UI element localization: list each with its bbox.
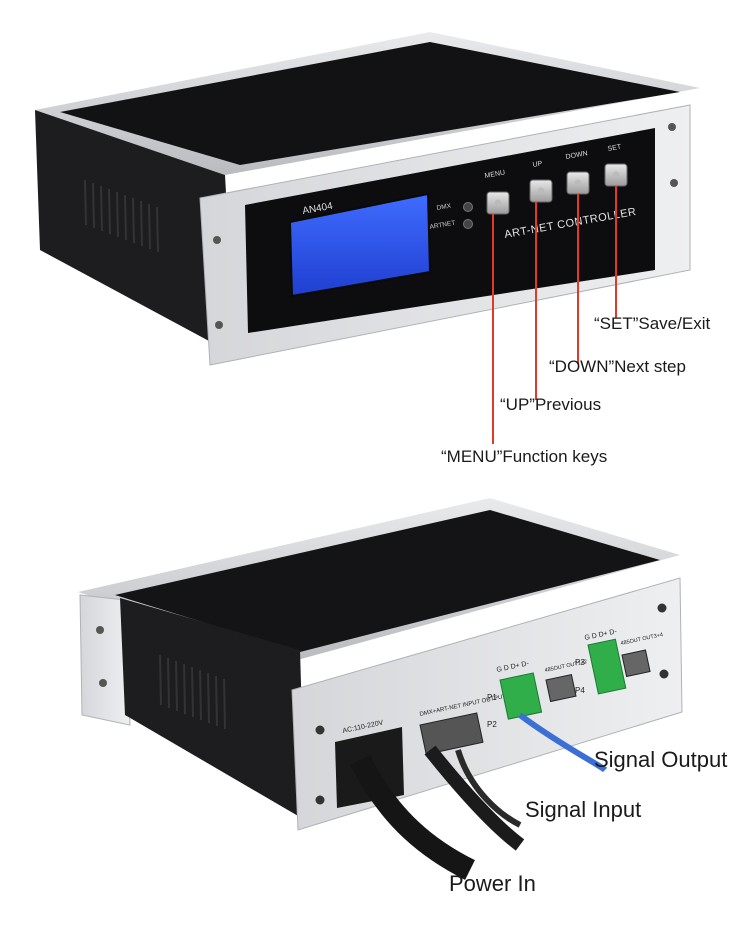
- menu-callout: “MENU”Function keys: [441, 447, 608, 466]
- screw-icon: [315, 725, 325, 735]
- artnet-led-icon: [463, 219, 473, 229]
- rack-hole-icon: [670, 179, 678, 187]
- front-unit-lid-panel: [60, 42, 680, 165]
- dmx-led-icon: [463, 202, 473, 212]
- down-callout: “DOWN”Next step: [549, 357, 686, 376]
- up-callout: “UP”Previous: [500, 395, 602, 414]
- power-cable: [350, 755, 475, 880]
- rear-rack-ear: [79, 594, 131, 726]
- rack-hole-icon: [215, 321, 223, 329]
- down-button-label: DOWN: [565, 150, 588, 161]
- set-callout: “SET”Save/Exit: [594, 314, 711, 333]
- rack-hole-icon: [213, 236, 221, 244]
- rack-hole-icon: [99, 679, 107, 687]
- rack-hole-icon: [96, 626, 104, 634]
- dmx-indicator-label: DMX: [436, 202, 452, 212]
- port-p4-label: P4: [575, 686, 585, 695]
- signal-output-callout: Signal Output: [594, 747, 728, 772]
- port-p2-label: P2: [487, 720, 497, 729]
- rear-unit: AC:110-220V DMX+ART-NET INPUT OUTPUT G D…: [78, 498, 683, 880]
- lcd-screen: [288, 192, 432, 298]
- port-p1-label: P1: [487, 693, 497, 702]
- power-cable-bend: [424, 745, 525, 851]
- terminal-block-icon: [587, 638, 627, 695]
- screw-icon: [315, 795, 325, 805]
- side-vent-icon: [159, 654, 226, 730]
- port-p3-label: P3: [575, 658, 585, 667]
- signal-input-cable: [455, 749, 522, 828]
- menu-button-label: MENU: [484, 169, 506, 179]
- power-in-callout: Power In: [449, 871, 536, 896]
- rack-hole-icon: [668, 123, 676, 131]
- rear-unit-side: [120, 598, 305, 820]
- rear-unit-lid-panel: [115, 510, 660, 652]
- screw-icon: [659, 669, 669, 679]
- set-button-label: SET: [607, 144, 622, 153]
- screw-icon: [657, 603, 667, 613]
- front-unit: AN404 DMX ARTNET MENU UP DOWN SET ART-NE…: [35, 32, 700, 444]
- up-button-label: UP: [532, 160, 543, 169]
- artnet-indicator-label: ARTNET: [429, 220, 456, 231]
- leader-lines: [492, 186, 617, 444]
- front-unit-side: [35, 110, 235, 355]
- rj45-port-icon: [545, 674, 577, 703]
- rj45-port-icon: [419, 712, 484, 755]
- signal-output-cable: [518, 712, 608, 773]
- rj45-port-icon: [621, 649, 651, 678]
- side-vent-icon: [84, 179, 159, 253]
- signal-input-callout: Signal Input: [525, 797, 642, 822]
- model-label: AN404: [302, 201, 334, 217]
